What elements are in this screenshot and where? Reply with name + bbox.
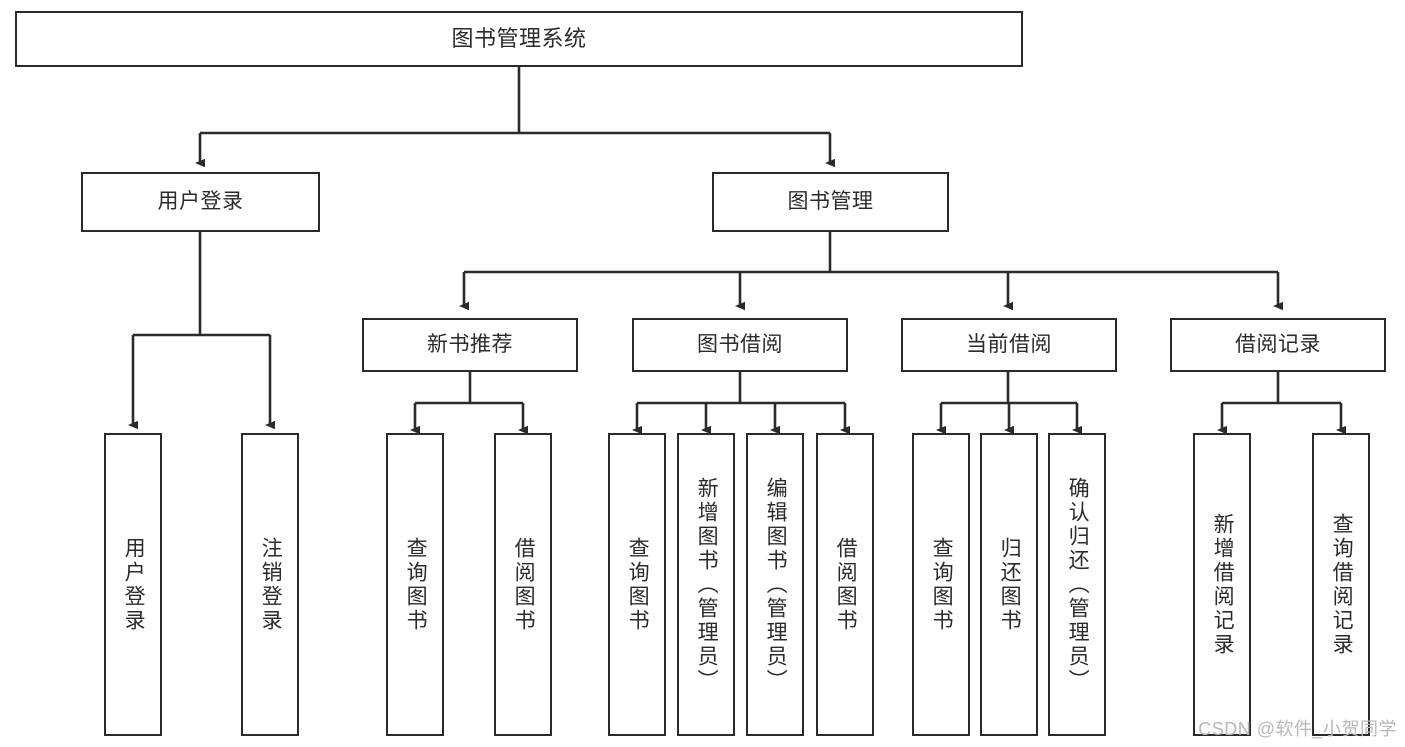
node-label: 新增借阅记录 <box>1211 512 1235 657</box>
node-leaf-add-book-admin[interactable]: 新增图书（管理员） <box>677 433 735 736</box>
node-root-book-management-system[interactable]: 图书管理系统 <box>15 11 1023 67</box>
node-new-book-recommend[interactable]: 新书推荐 <box>362 318 578 372</box>
node-label: 查询图书 <box>930 536 954 633</box>
edge-user-login-to-leaves <box>128 232 275 430</box>
node-label: 借阅记录 <box>1235 333 1321 357</box>
node-label: 归还图书 <box>998 536 1022 633</box>
edge-borrow-record-to-leaves <box>1217 372 1346 435</box>
node-label: 新书推荐 <box>427 333 513 357</box>
node-label: 借阅图书 <box>512 536 536 633</box>
node-label: 注销登录 <box>259 536 283 633</box>
node-label: 图书管理系统 <box>451 25 587 51</box>
node-label: 图书借阅 <box>697 333 783 357</box>
node-leaf-query-book-borrow[interactable]: 查询图书 <box>608 433 666 736</box>
node-leaf-confirm-return-admin[interactable]: 确认归还（管理员） <box>1048 433 1106 736</box>
node-leaf-return-book[interactable]: 归还图书 <box>980 433 1038 736</box>
edge-root-to-level2 <box>195 67 835 168</box>
node-leaf-query-book-current[interactable]: 查询图书 <box>912 433 970 736</box>
edge-book-manage-to-level3 <box>459 232 1283 311</box>
node-book-borrow[interactable]: 图书借阅 <box>632 318 848 372</box>
node-leaf-borrow-book-recommend[interactable]: 借阅图书 <box>494 433 552 736</box>
node-borrow-record[interactable]: 借阅记录 <box>1170 318 1386 372</box>
node-label: 查询借阅记录 <box>1330 512 1354 657</box>
node-leaf-user-login[interactable]: 用户登录 <box>104 433 162 736</box>
node-leaf-query-borrow-record[interactable]: 查询借阅记录 <box>1312 433 1370 736</box>
node-leaf-add-borrow-record[interactable]: 新增借阅记录 <box>1193 433 1251 736</box>
node-book-management[interactable]: 图书管理 <box>712 172 949 232</box>
node-label: 当前借阅 <box>966 333 1052 357</box>
edge-new-book-to-leaves <box>410 372 528 435</box>
node-label: 确认归还（管理员） <box>1066 476 1090 693</box>
node-label: 查询图书 <box>626 536 650 633</box>
node-label: 查询图书 <box>404 536 428 633</box>
node-label: 图书管理 <box>787 190 874 214</box>
node-label: 借阅图书 <box>834 536 858 633</box>
node-label: 用户登录 <box>157 190 244 214</box>
node-current-borrow[interactable]: 当前借阅 <box>901 318 1117 372</box>
node-label: 新增图书（管理员） <box>695 476 719 693</box>
edge-book-borrow-to-leaves <box>632 372 850 435</box>
node-user-login[interactable]: 用户登录 <box>81 172 320 232</box>
node-label: 用户登录 <box>122 536 146 633</box>
node-leaf-logout[interactable]: 注销登录 <box>241 433 299 736</box>
node-label: 编辑图书（管理员） <box>764 476 788 693</box>
edge-current-borrow-to-leaves <box>936 372 1082 435</box>
node-leaf-borrow-book[interactable]: 借阅图书 <box>816 433 874 736</box>
node-leaf-edit-book-admin[interactable]: 编辑图书（管理员） <box>746 433 804 736</box>
node-leaf-query-book-recommend[interactable]: 查询图书 <box>386 433 444 736</box>
